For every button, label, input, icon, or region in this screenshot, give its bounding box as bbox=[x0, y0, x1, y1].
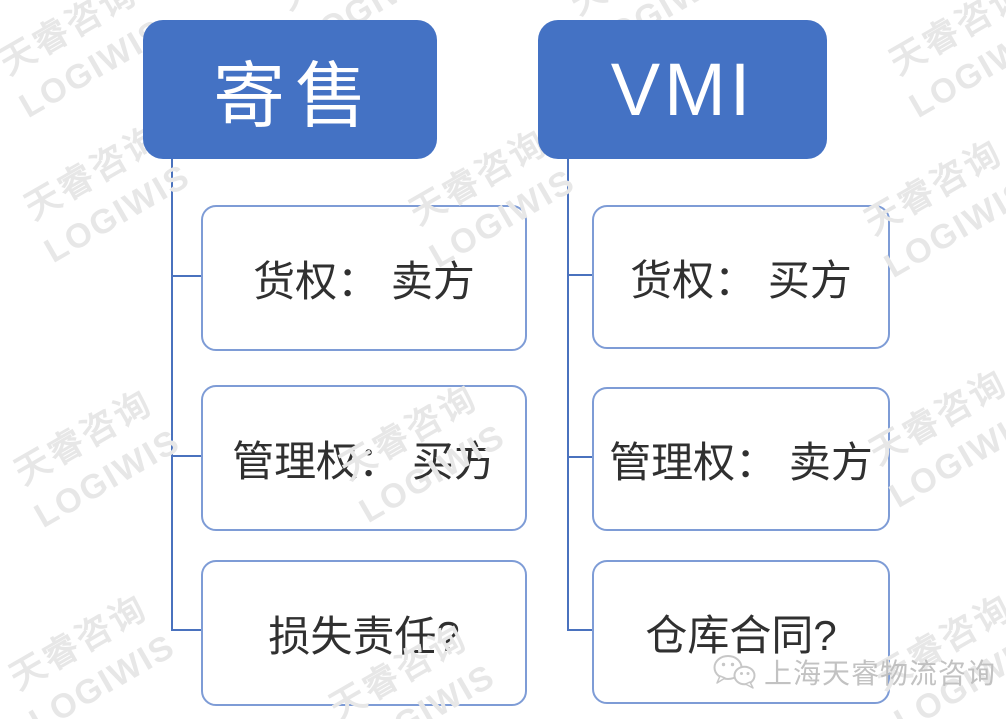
watermark-text: LOGIWIS bbox=[28, 421, 187, 536]
consignment-header-label: 寄售 bbox=[212, 57, 377, 137]
consignment-ownership-box: 货权： 卖方 bbox=[201, 205, 527, 351]
connector-line bbox=[172, 455, 202, 457]
connector-line bbox=[171, 159, 173, 631]
vmi-management-label: 管理权： 卖方 bbox=[609, 438, 873, 486]
consignment-ownership-label: 货权： 卖方 bbox=[253, 257, 475, 305]
connector-line bbox=[567, 159, 569, 631]
vmi-header-label: VMI bbox=[610, 48, 755, 131]
watermark-text: LOGIWIS bbox=[38, 156, 197, 271]
brand-logo: 上海天睿物流咨询 bbox=[712, 652, 996, 692]
vmi-warehouse-contract-label: 仓库合同? bbox=[645, 611, 837, 659]
connector-line bbox=[172, 275, 202, 277]
wechat-icon bbox=[712, 653, 756, 691]
connector-line bbox=[568, 456, 593, 458]
vmi-ownership-label: 货权： 买方 bbox=[630, 256, 852, 304]
consignment-header: 寄售 bbox=[143, 20, 437, 159]
watermark-text: 天睿咨询 bbox=[883, 0, 1006, 83]
consignment-loss-liability-box: 损失责任? bbox=[201, 560, 527, 706]
connector-line bbox=[568, 274, 593, 276]
vmi-management-box: 管理权： 卖方 bbox=[592, 387, 890, 531]
connector-line bbox=[172, 629, 202, 631]
vmi-header: VMI bbox=[538, 20, 827, 159]
brand-name: 上海天睿物流咨询 bbox=[764, 658, 997, 689]
consignment-management-box: 管理权： 买方 bbox=[201, 385, 527, 531]
connector-line bbox=[568, 629, 593, 631]
watermark-text: 天睿咨询 bbox=[3, 587, 155, 698]
watermark-text: LOGIWIS bbox=[903, 11, 1006, 126]
consignment-management-label: 管理权： 买方 bbox=[232, 437, 496, 485]
watermark-text: 天睿咨询 bbox=[8, 382, 160, 493]
vmi-ownership-box: 货权： 买方 bbox=[592, 205, 890, 349]
consignment-loss-liability-label: 损失责任? bbox=[268, 612, 460, 660]
